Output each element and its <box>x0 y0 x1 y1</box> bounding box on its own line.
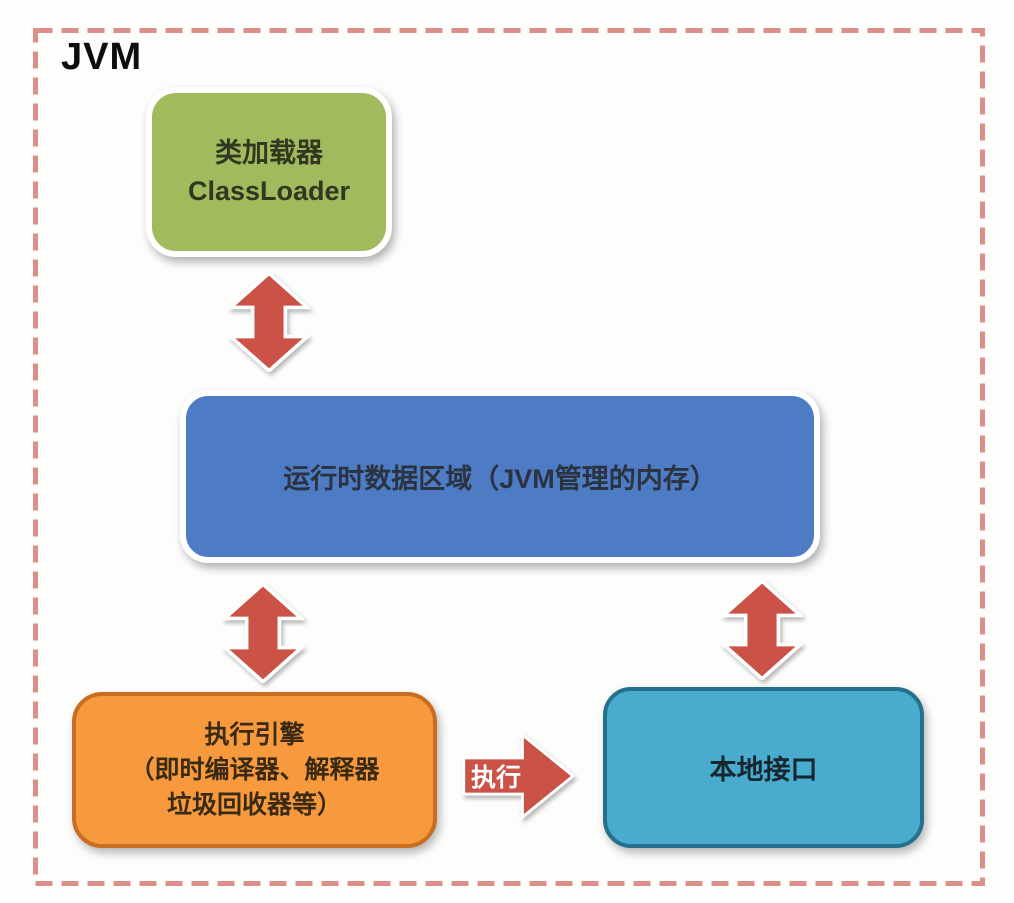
node-native-interface-title: 本地接口 <box>709 755 818 785</box>
node-class-loader: 类加载器 ClassLoader <box>146 87 392 257</box>
node-execution-engine-line2: （即时编译器、解释器 <box>129 755 380 784</box>
node-runtime-data-area-title: 运行时数据区域（JVM管理的内存） <box>283 464 717 494</box>
node-execution-engine: 执行引擎 （即时编译器、解释器 垃圾回收器等） <box>72 692 437 848</box>
node-class-loader-title: 类加载器 <box>215 138 323 168</box>
diagram-title: JVM <box>61 36 143 78</box>
execute-arrow: 执行 <box>461 731 575 821</box>
node-execution-engine-line1: 执行引擎 <box>204 720 305 749</box>
node-execution-engine-line3: 垃圾回收器等） <box>166 790 342 819</box>
bidirectional-arrow-icon <box>222 583 304 683</box>
bidirectional-arrow-icon <box>721 580 803 680</box>
execute-arrow-label: 执行 <box>470 764 521 792</box>
node-native-interface: 本地接口 <box>603 687 924 848</box>
node-runtime-data-area: 运行时数据区域（JVM管理的内存） <box>180 390 820 563</box>
bidirectional-arrow-icon <box>228 272 310 372</box>
node-class-loader-subtitle: ClassLoader <box>187 176 351 206</box>
